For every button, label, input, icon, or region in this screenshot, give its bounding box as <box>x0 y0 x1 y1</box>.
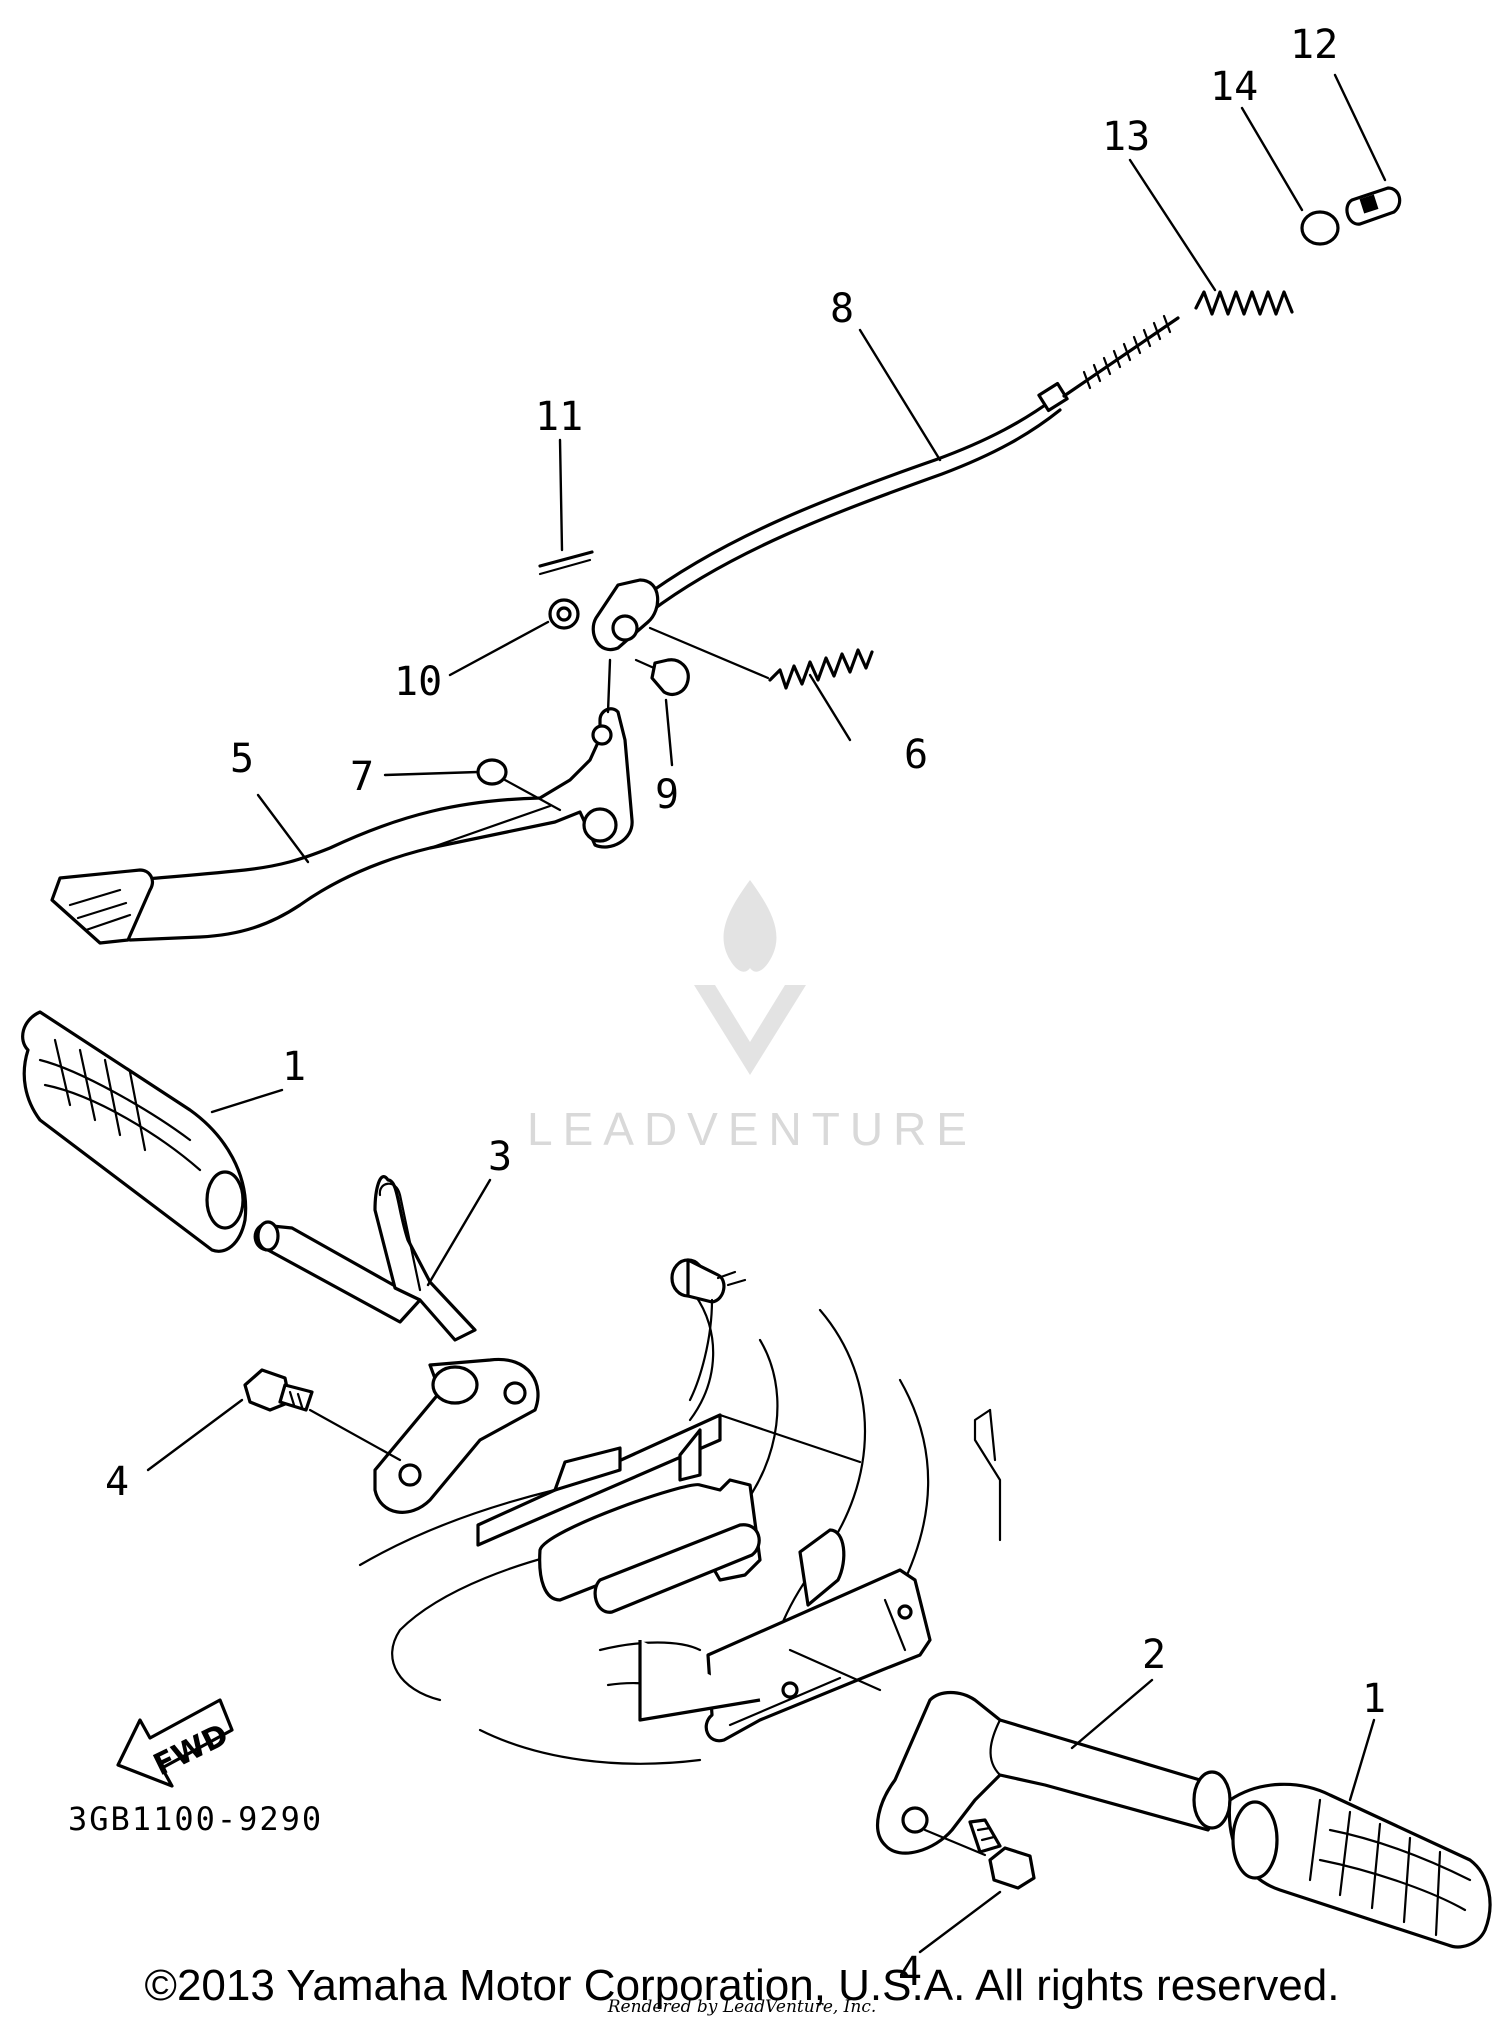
licensed-notice: Rendered by LeadVenture, Inc. <box>607 1997 877 2017</box>
washer-7 <box>476 758 508 786</box>
leader-lines <box>146 73 1387 1954</box>
callout-7: 7 <box>350 754 374 800</box>
callout-10: 10 <box>394 659 442 705</box>
footrest-rubber-right <box>1227 1782 1492 1949</box>
bolt-lower <box>968 1818 1036 1890</box>
callout-14: 14 <box>1210 64 1258 110</box>
callout-6: 6 <box>904 732 928 778</box>
callout-11: 11 <box>535 394 583 440</box>
footrest-bracket-left <box>253 1175 540 1514</box>
footrest-rubber-left <box>21 1010 248 1253</box>
callout-2: 2 <box>1142 1632 1166 1678</box>
brake-pedal <box>93 707 634 942</box>
callout-3: 3 <box>488 1134 512 1180</box>
callout-1-lower: 1 <box>1362 1676 1386 1722</box>
callouts: 12 14 13 8 11 10 6 9 7 5 1 3 4 2 1 4 <box>105 22 1386 1995</box>
part-code: 3GB1100-9290 <box>68 1800 323 1838</box>
cable-spring <box>1194 290 1294 316</box>
callout-12: 12 <box>1290 22 1338 68</box>
callout-4-lower: 4 <box>898 1949 922 1995</box>
frame-plug <box>670 1258 747 1402</box>
clevis-pin <box>650 658 690 696</box>
forward-arrow: FWD <box>116 1698 234 1788</box>
footrest-assembly <box>21 1010 1492 1949</box>
callout-8: 8 <box>830 286 854 332</box>
leadventure-logo-icon <box>694 880 806 1075</box>
callout-13: 13 <box>1102 114 1150 160</box>
return-spring <box>768 648 874 690</box>
callout-9: 9 <box>655 772 679 818</box>
adjust-nut <box>1300 210 1340 246</box>
brake-pedal-assembly <box>50 578 874 945</box>
frame-outline <box>358 1293 1002 1765</box>
callout-5: 5 <box>230 736 254 782</box>
cotter-pin <box>538 550 594 568</box>
bolt-upper <box>243 1368 314 1412</box>
watermark-text: LEADVENTURE <box>527 1103 977 1155</box>
leadventure-watermark: LEADVENTURE <box>527 880 977 1155</box>
footrest-bracket-right <box>875 1690 1232 1855</box>
callout-1-upper: 1 <box>282 1044 306 1090</box>
copyright-notice: ©2013 Yamaha Motor Corporation, U.S.A. A… <box>145 1961 1340 2010</box>
brake-cable-assembly <box>538 186 1402 614</box>
callout-4-upper: 4 <box>105 1459 129 1505</box>
